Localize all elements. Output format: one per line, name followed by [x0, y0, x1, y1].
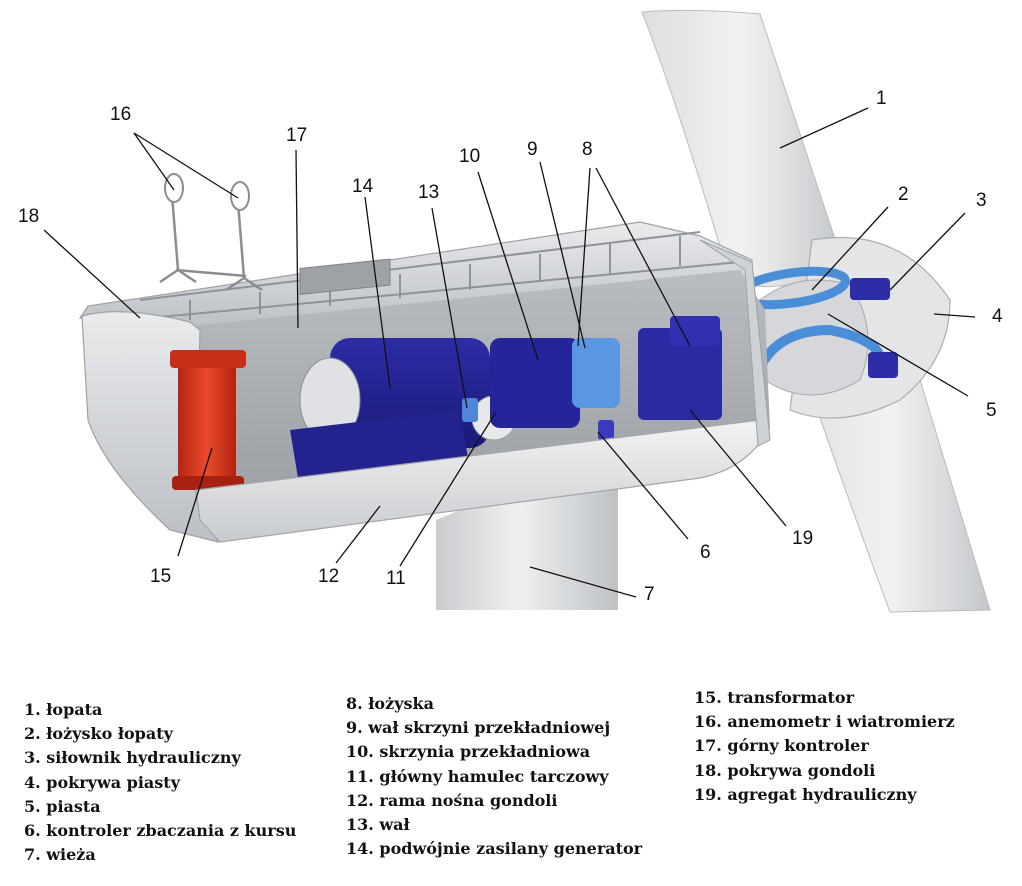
callout-16: 16 — [110, 104, 131, 125]
callout-9: 9 — [527, 139, 538, 160]
disc-brake — [462, 398, 478, 422]
callout-18: 18 — [18, 206, 39, 227]
yaw-controller — [598, 420, 614, 440]
legend-item: 1. łopata — [24, 700, 103, 719]
legend-item: 16. anemometr i wiatromierz — [694, 712, 955, 732]
callout-14: 14 — [352, 176, 374, 197]
hydraulic-unit — [638, 316, 722, 420]
legend-item: 17. górny kontroler — [694, 736, 869, 756]
callout-10: 10 — [459, 146, 480, 167]
callout-2: 2 — [898, 184, 909, 205]
legend-item: 2. łożysko łopaty — [24, 724, 173, 744]
hydraulic-cylinder — [850, 278, 890, 300]
nacelle-front-ring — [699, 239, 771, 447]
legend-item: 6. kontroler zbaczania z kursu — [24, 821, 297, 841]
legend-item: 18. pokrywa gondoli — [694, 760, 876, 780]
callout-4: 4 — [992, 306, 1003, 327]
callout-3: 3 — [976, 190, 987, 211]
legend-item: 8. łożyska — [346, 694, 434, 713]
roof-railing — [139, 231, 741, 320]
wind-vane — [230, 181, 250, 211]
leader-lines — [43, 107, 976, 598]
transformer — [170, 350, 246, 490]
callout-15: 15 — [150, 566, 171, 587]
callout-13: 13 — [418, 182, 439, 203]
callout-11: 11 — [386, 568, 406, 589]
wind-turbine-diagram: 1 2 3 4 5 6 7 8 9 10 11 12 13 14 15 16 1… — [18, 9, 1003, 613]
callout-6: 6 — [700, 542, 711, 563]
callout-1: 1 — [876, 88, 887, 109]
anemometer-masts — [159, 194, 263, 292]
legend-column-2: 8. łożyska 9. wał skrzyni przekładniowej… — [346, 692, 642, 861]
legend-item: 9. wał skrzyni przekładniowej — [346, 718, 611, 738]
legend-item: 3. siłownik hydrauliczny — [24, 748, 241, 768]
legend-column-1: 1. łopata 2. łożysko łopaty 3. siłownik … — [24, 698, 296, 867]
gearbox-shaft — [572, 338, 620, 408]
callout-labels: 1 2 3 4 5 6 7 8 9 10 11 12 13 14 15 16 1… — [18, 88, 1003, 605]
callout-5: 5 — [986, 400, 997, 421]
callout-12: 12 — [318, 566, 339, 587]
hydraulic-cylinder-2 — [868, 352, 898, 378]
legend-item: 15. transformator — [694, 688, 855, 707]
legend-item: 4. pokrywa piasty — [24, 772, 180, 792]
legend-item: 10. skrzynia przekładniowa — [346, 742, 591, 762]
upper-controller — [299, 258, 391, 296]
legend-item: 7. wieża — [24, 845, 96, 865]
legend-item: 19. agregat hydrauliczny — [694, 784, 917, 804]
callout-7: 7 — [644, 584, 655, 605]
legend-item: 12. rama nośna gondoli — [346, 790, 558, 810]
gearbox — [490, 338, 580, 428]
legend-item: 14. podwójnie zasilany generator — [346, 839, 643, 859]
anemometer — [164, 173, 184, 203]
legend-item: 13. wał — [346, 815, 410, 835]
legend-item: 5. piasta — [24, 796, 101, 816]
callout-17: 17 — [286, 125, 307, 146]
legend-column-3: 15. transformator 16. anemometr i wiatro… — [694, 686, 955, 807]
callout-8: 8 — [582, 139, 593, 160]
blade-top — [641, 9, 843, 288]
callout-19: 19 — [792, 528, 813, 549]
legend-item: 11. główny hamulec tarczowy — [346, 766, 609, 786]
